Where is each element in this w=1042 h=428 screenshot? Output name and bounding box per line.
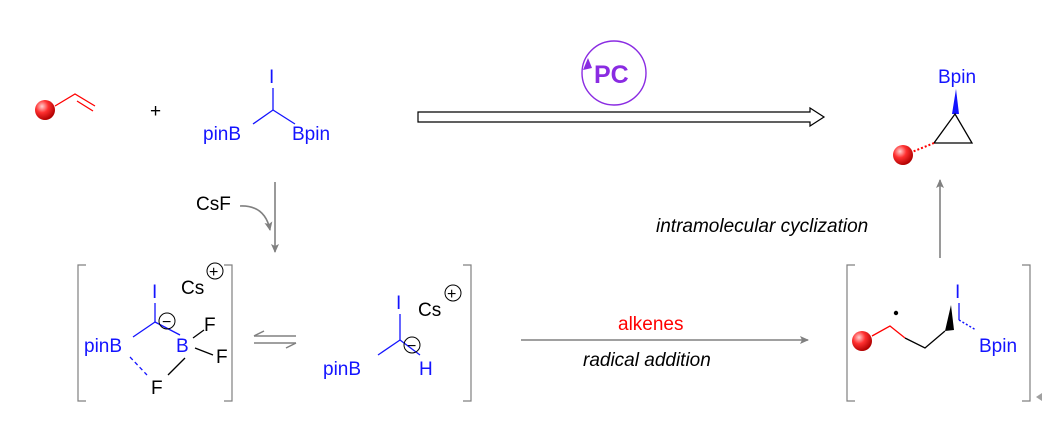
pinB-left-label: pinB bbox=[84, 336, 122, 357]
svg-text:F: F bbox=[204, 315, 216, 336]
radical-addition-step: alkenes radical addition bbox=[521, 314, 809, 371]
svg-text:I: I bbox=[396, 293, 401, 314]
vinyl-bond bbox=[54, 93, 96, 107]
carbanion-intermediate: I Cs + − pinB H bbox=[323, 264, 472, 402]
svg-text:H: H bbox=[419, 359, 433, 380]
csf-label: CsF bbox=[196, 194, 231, 215]
hash-bond bbox=[911, 142, 935, 153]
equilibrium-arrows bbox=[253, 330, 297, 349]
radical-dot bbox=[893, 310, 899, 316]
cyclopropane-ring bbox=[932, 112, 974, 144]
alkenes-label: alkenes bbox=[618, 314, 684, 335]
svg-text:+: + bbox=[447, 286, 456, 303]
cesium-label: Cs bbox=[181, 278, 204, 299]
product-bpin-label: Bpin bbox=[938, 67, 976, 88]
radical-ball bbox=[852, 331, 872, 351]
alkene-substrate bbox=[35, 93, 96, 120]
iodo-label: I bbox=[269, 67, 274, 88]
activation-step: CsF bbox=[196, 182, 279, 253]
pinB-label: pinB bbox=[203, 124, 241, 145]
bpin-label: Bpin bbox=[292, 124, 330, 145]
cesium-middle-label: Cs bbox=[418, 300, 441, 321]
svg-text:F: F bbox=[216, 347, 228, 368]
cyclization-step: intramolecular cyclization bbox=[656, 179, 944, 258]
svg-text:−: − bbox=[407, 338, 416, 355]
plus-sign: + bbox=[150, 101, 161, 122]
svg-text:−: − bbox=[162, 314, 171, 331]
product-ball bbox=[893, 145, 913, 165]
svg-text:+: + bbox=[209, 264, 218, 281]
cyclopropane-product: Bpin bbox=[893, 67, 976, 165]
svg-text:Bpin: Bpin bbox=[979, 336, 1017, 357]
boron-label: B bbox=[176, 336, 189, 357]
photocatalyst-icon: PC bbox=[581, 40, 647, 106]
radical-intermediate: I Bpin bbox=[846, 264, 1042, 402]
svg-text:I: I bbox=[152, 282, 157, 303]
substituent-ball bbox=[35, 100, 55, 120]
borate-intermediate: I Cs + pinB B − F F F bbox=[77, 262, 233, 402]
overall-reaction-arrow bbox=[417, 106, 826, 128]
svg-text:pinB: pinB bbox=[323, 359, 361, 380]
svg-text:I: I bbox=[955, 282, 960, 303]
cyclization-label: intramolecular cyclization bbox=[656, 216, 868, 237]
pc-label: PC bbox=[594, 61, 629, 89]
svg-text:F: F bbox=[151, 378, 163, 399]
diborylmethyl-iodide: I pinB Bpin bbox=[203, 67, 330, 145]
radical-wedge bbox=[945, 305, 954, 331]
wedge-bond bbox=[952, 89, 959, 114]
radical-addition-label: radical addition bbox=[583, 350, 711, 371]
